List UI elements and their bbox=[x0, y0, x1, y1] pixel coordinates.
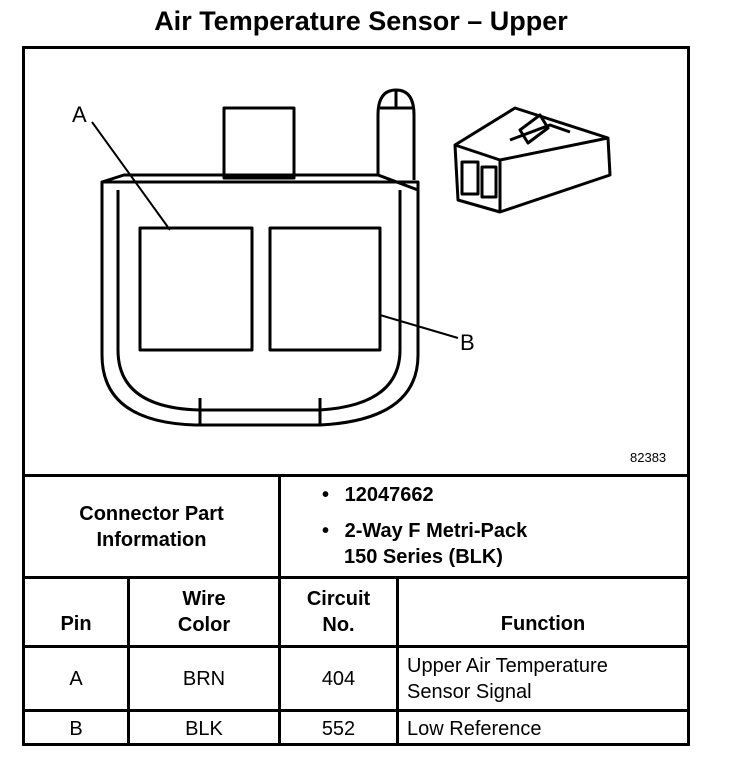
col-divider-2 bbox=[278, 576, 281, 746]
cavity-a bbox=[138, 226, 254, 352]
table-row-b-pin: B bbox=[69, 718, 83, 740]
connector-body-outer bbox=[100, 180, 420, 427]
connector-iso-view bbox=[453, 106, 612, 214]
connector-frame bbox=[22, 46, 690, 746]
page-title: Air Temperature Sensor – Upper bbox=[154, 6, 568, 36]
bullet-icon: • bbox=[322, 484, 330, 506]
table-row-a-wire: BRN bbox=[182, 667, 226, 690]
connector-rim bbox=[101, 173, 419, 192]
header-circuit-no: Circuit No. bbox=[306, 588, 371, 636]
table-row-b-wire: BLK bbox=[185, 718, 223, 740]
table-row-a-circuit: 404 bbox=[321, 667, 356, 690]
table-row-a-pin: A bbox=[69, 667, 83, 690]
label-b: B bbox=[460, 330, 475, 355]
header-wire-color: Wire Color bbox=[177, 588, 231, 636]
connector-info-label: Connector Part Information bbox=[79, 502, 224, 551]
col-divider-1 bbox=[127, 576, 130, 746]
part-number-line: • 12047662 bbox=[322, 482, 434, 508]
connector-tab bbox=[222, 106, 296, 180]
table-row-a-function: Upper Air Temperature Sensor Signal bbox=[407, 654, 608, 703]
table-row-b-function: Low Reference bbox=[407, 718, 542, 740]
bullet-icon: • bbox=[322, 520, 330, 542]
leader-a bbox=[91, 121, 171, 231]
header-pin: Pin bbox=[60, 613, 92, 635]
header-function: Function bbox=[500, 613, 586, 635]
divider-diagram bbox=[22, 474, 690, 477]
connector-description: • 2-Way F Metri-Pack 150 Series (BLK) bbox=[322, 520, 528, 568]
divider-row-a bbox=[22, 709, 690, 712]
divider-info-vertical bbox=[278, 474, 281, 578]
figure-number: 82383 bbox=[630, 450, 667, 465]
divider-header bbox=[22, 645, 690, 648]
part-number: 12047662 bbox=[344, 484, 434, 506]
cavity-b bbox=[268, 226, 382, 352]
col-divider-3 bbox=[396, 576, 399, 746]
table-row-b-circuit: 552 bbox=[321, 718, 356, 740]
divider-info bbox=[22, 576, 690, 579]
label-a: A bbox=[72, 102, 87, 127]
connector-body-inner bbox=[116, 190, 402, 412]
leader-b bbox=[379, 314, 459, 339]
